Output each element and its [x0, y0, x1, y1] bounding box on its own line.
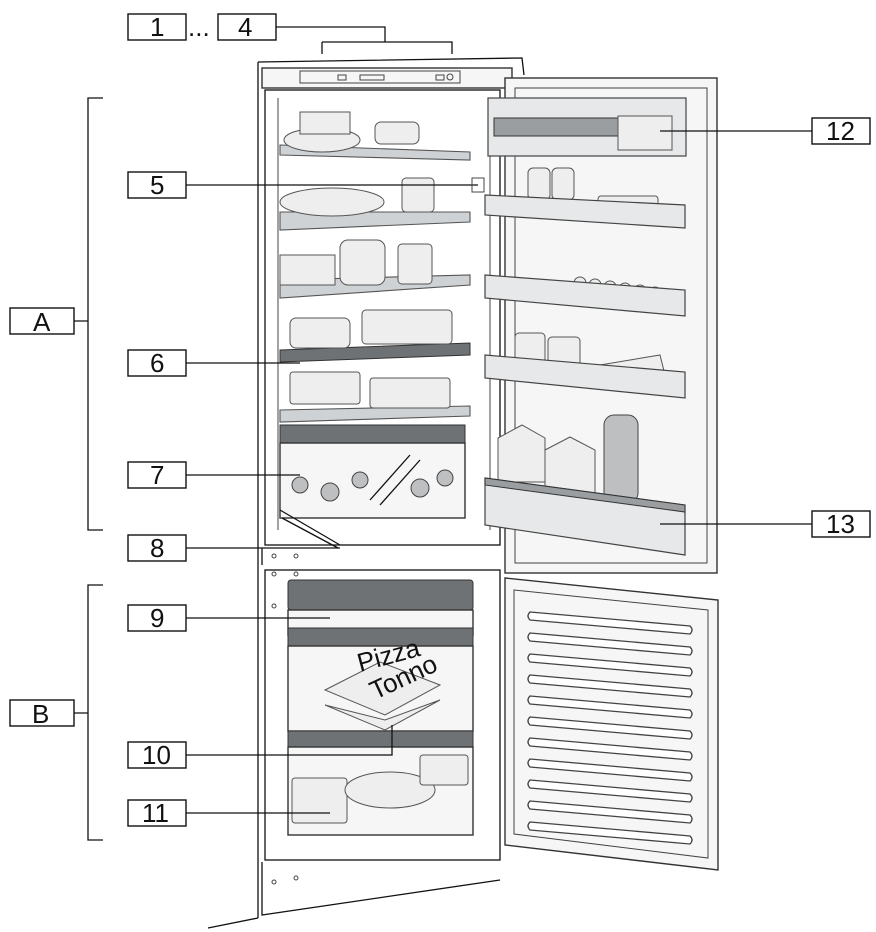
butter-dish: [374, 121, 420, 145]
bottle: [551, 167, 575, 201]
pizza-box-stack: [324, 699, 441, 731]
yogurt-cup: [397, 243, 433, 285]
label-box-10: [127, 741, 187, 769]
freezer-drawer-front: [287, 730, 474, 748]
label-box-13: [811, 510, 871, 538]
vegetable-drawer: [279, 424, 466, 549]
label-A: A: [33, 307, 51, 337]
freezer-door-rib: [527, 695, 693, 719]
freezer-door-rib: [527, 716, 693, 740]
label-box-B: [9, 699, 75, 727]
label-5: 5: [150, 170, 164, 200]
freezer-compartment: [264, 569, 501, 861]
packaged-food: [289, 317, 351, 349]
label-box-12: [811, 117, 871, 145]
door-shelf: [484, 194, 686, 229]
freezer-door-rib: [527, 779, 693, 803]
label-10: 10: [142, 740, 171, 770]
freezer-door-rib: [527, 758, 693, 782]
label-4: 4: [238, 12, 252, 42]
label-12: 12: [826, 116, 855, 146]
label-13: 13: [826, 509, 855, 539]
label-box-A: [9, 307, 75, 335]
freezer-door-rib: [527, 737, 693, 761]
pizza: [279, 187, 385, 217]
label-box-8: [127, 534, 187, 562]
frozen-fish: [344, 771, 436, 809]
label-B: B: [32, 699, 49, 729]
milk-carton: [544, 436, 596, 496]
freezer-door-ribs: [527, 611, 693, 845]
label-1: 1: [150, 12, 164, 42]
cheese-block: [299, 111, 351, 135]
label-box-5: [127, 171, 187, 199]
food-container: [361, 309, 453, 345]
freezer-door-rib: [527, 821, 693, 845]
fridge-food: [279, 111, 453, 409]
freezer-door-rib: [527, 674, 693, 698]
label-box-6: [127, 349, 187, 377]
milk-jug: [339, 239, 386, 286]
pizza-box: [323, 661, 442, 716]
freezer-drawers: Pizza Tonno: [287, 579, 474, 836]
freezer-door-rib: [527, 632, 693, 656]
food-container: [369, 377, 451, 409]
bottle: [603, 414, 639, 504]
drawer-front-top: [279, 424, 466, 444]
label-box-1: [127, 13, 187, 41]
control-panel: [299, 70, 461, 84]
meat-package: [289, 371, 361, 405]
bottle: [527, 167, 551, 201]
freezer-door-rib: [527, 800, 693, 824]
freezer-door: [504, 577, 719, 871]
glass-shelf-6: [279, 342, 471, 363]
fridge-door: [484, 77, 718, 574]
label-ellipsis: ...: [188, 12, 210, 42]
frozen-package: [291, 777, 348, 824]
callouts: 1 ... 4 A B 5 6 7 8 9: [9, 12, 871, 841]
label-8: 8: [150, 533, 164, 563]
jar: [401, 177, 435, 213]
label-6: 6: [150, 348, 164, 378]
food-container: [279, 254, 336, 286]
freezer-drawer-9-top: [287, 579, 474, 611]
label-box-4: [217, 13, 277, 41]
label-9: 9: [150, 603, 164, 633]
frozen-container: [419, 754, 469, 786]
freezer-door-rib: [527, 653, 693, 677]
cheese: [617, 115, 673, 151]
egg-shelf: [484, 274, 686, 317]
drawer-body: [279, 442, 466, 519]
label-7: 7: [150, 460, 164, 490]
label-11: 11: [142, 798, 169, 828]
freezer-door-rib: [527, 611, 693, 635]
fridge-compartment: [264, 89, 501, 546]
door-shelf: [484, 354, 686, 399]
